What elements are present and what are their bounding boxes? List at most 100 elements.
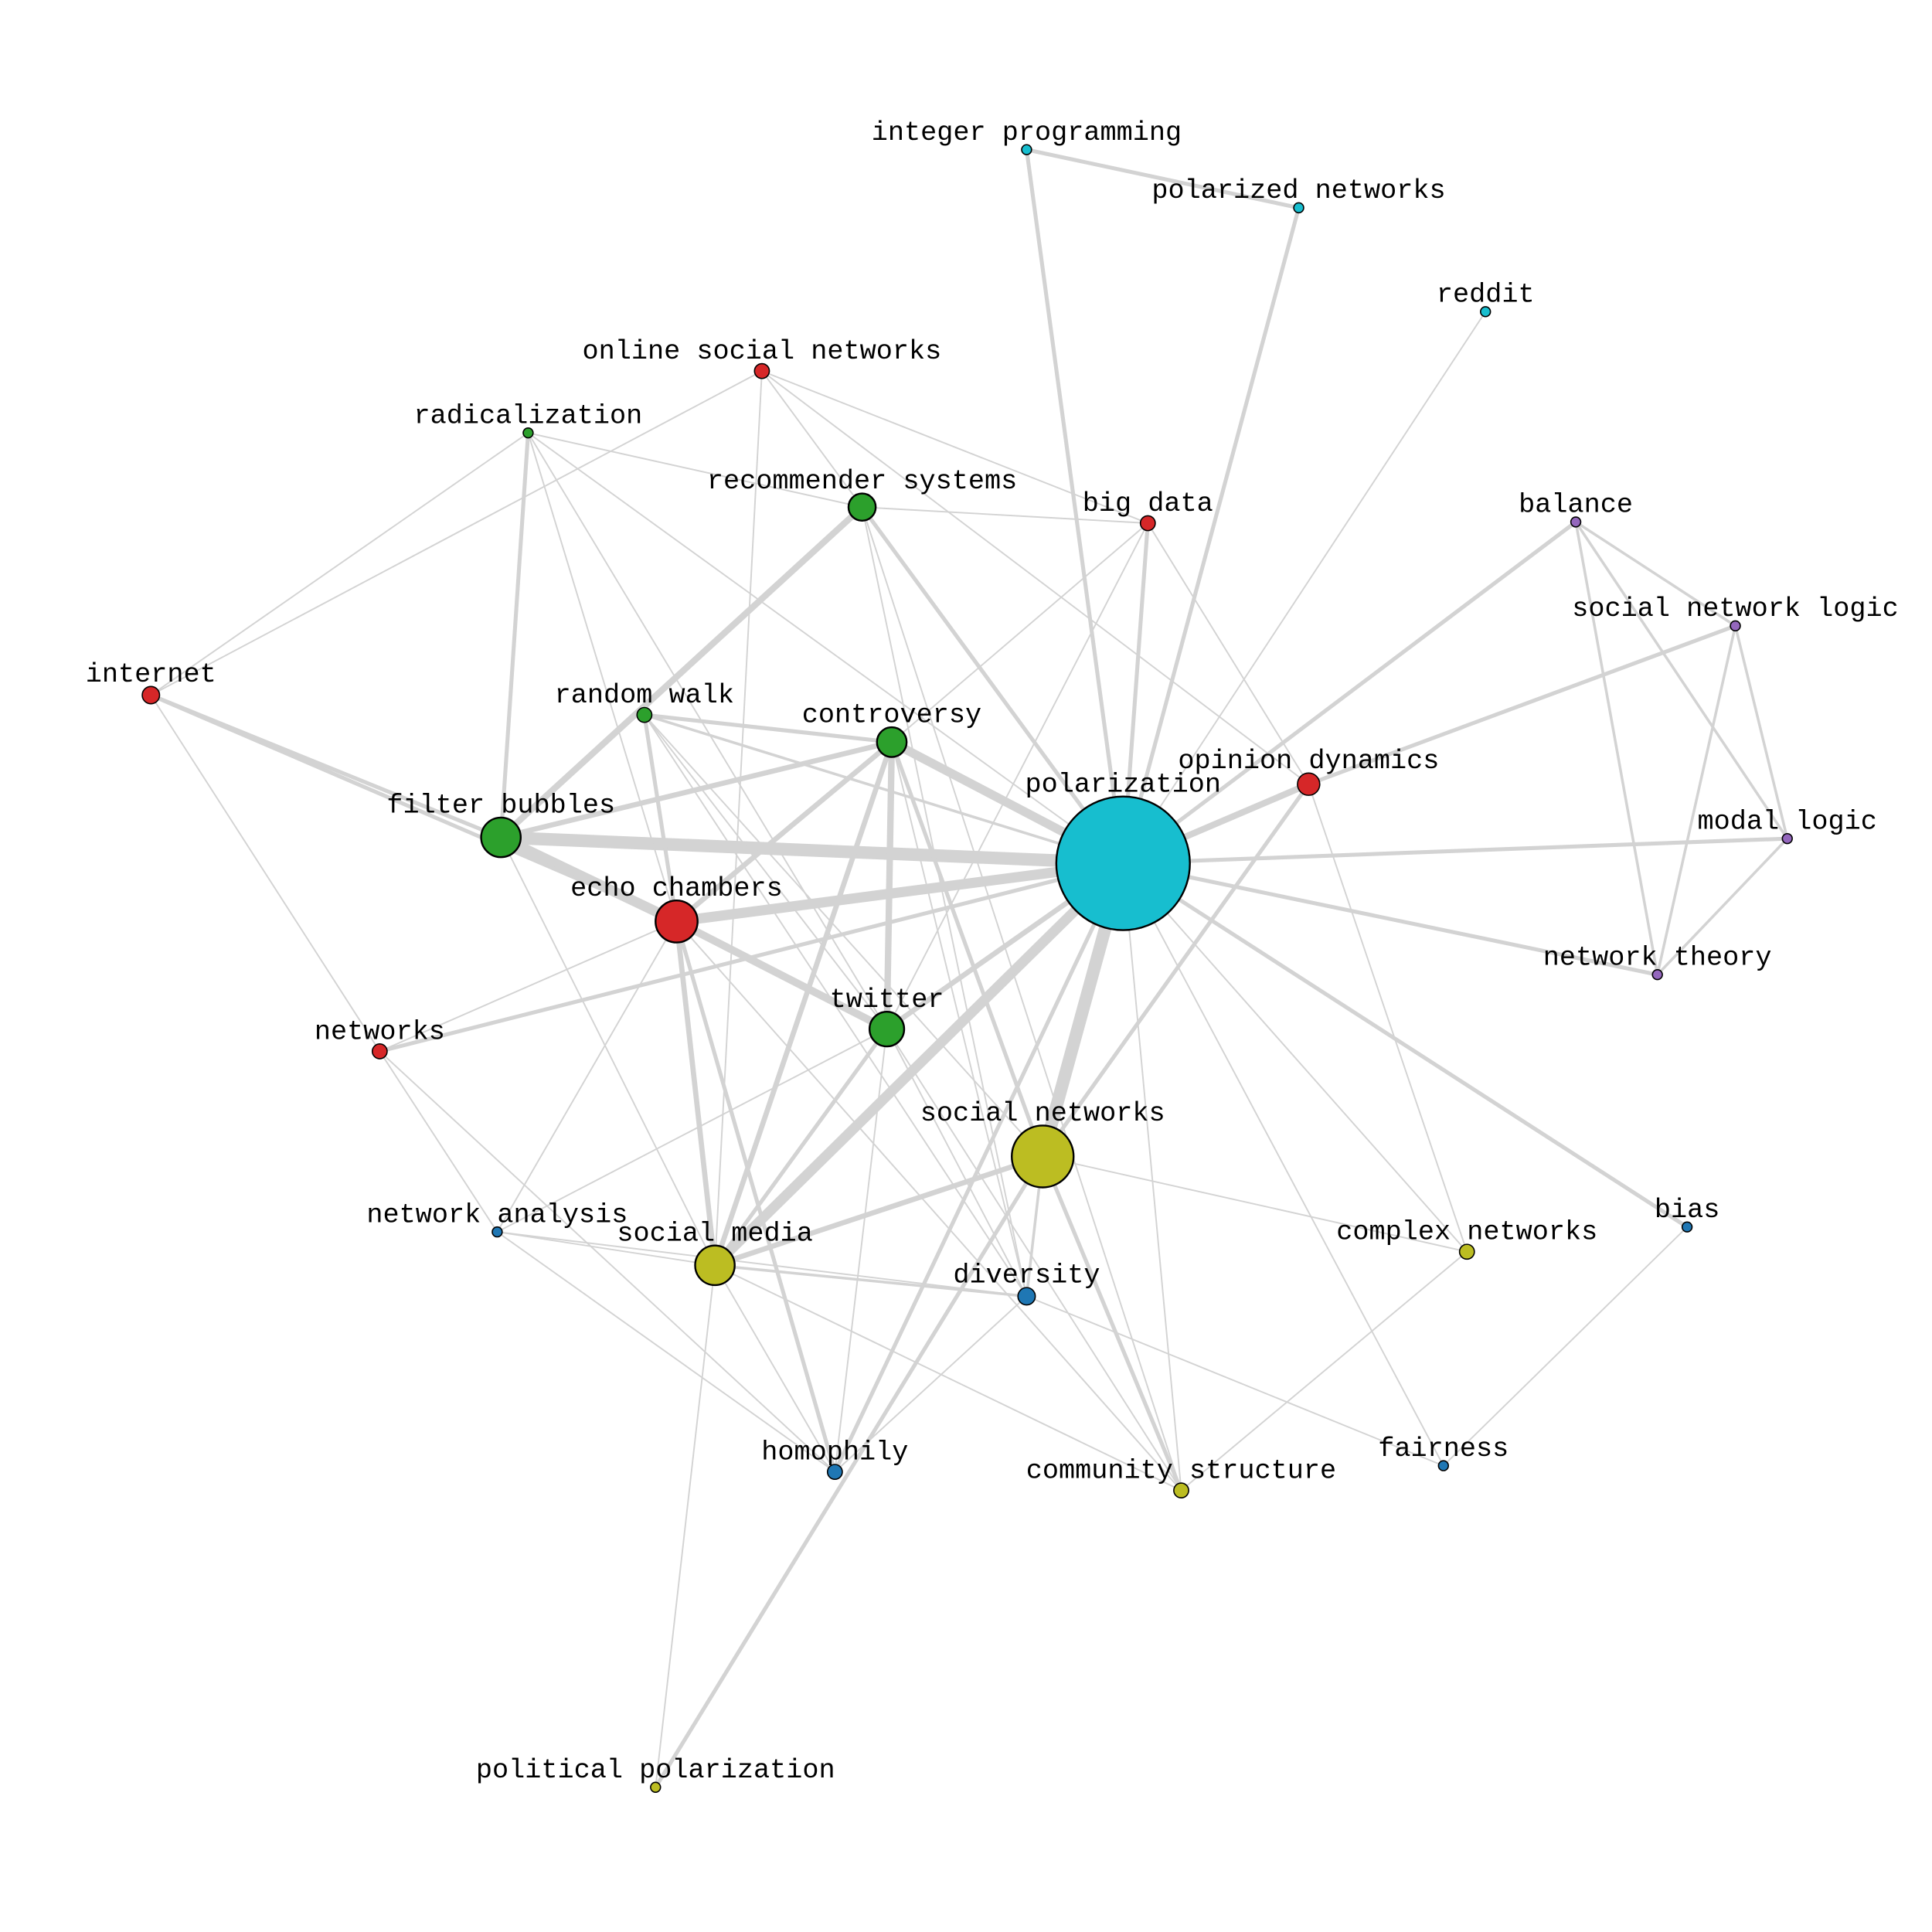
edges-layer xyxy=(150,148,1789,1789)
edge-big-data-twitter xyxy=(886,522,1149,1030)
node-political-polarization[interactable] xyxy=(650,1781,662,1793)
node-label-networks: networks xyxy=(315,1016,445,1047)
node-recommender-systems[interactable] xyxy=(847,492,877,522)
edge-random-walk-controversy xyxy=(644,713,893,744)
node-label-polarization: polarization xyxy=(1026,769,1222,800)
node-networks[interactable] xyxy=(371,1043,388,1060)
node-label-social-networks: social networks xyxy=(920,1098,1165,1129)
edge-network-analysis-twitter xyxy=(496,1028,888,1233)
edge-social-media-homophily xyxy=(714,1264,836,1473)
node-label-random-walk: random walk xyxy=(555,680,734,711)
node-internet[interactable] xyxy=(141,685,161,705)
node-label-reddit: reddit xyxy=(1437,280,1535,311)
edge-echo-chambers-community-structure xyxy=(675,920,1182,1492)
node-label-radicalization: radicalization xyxy=(414,400,643,431)
node-label-fairness: fairness xyxy=(1378,1434,1509,1464)
edge-polarization-integer-programming xyxy=(1024,149,1125,864)
edge-online-social-networks-opinion-dynamics xyxy=(761,370,1309,785)
node-social-media[interactable] xyxy=(694,1244,736,1287)
edge-controversy-social-networks xyxy=(889,741,1045,1158)
edge-twitter-homophily xyxy=(834,1029,888,1472)
edge-polarization-modal-logic xyxy=(1123,836,1787,866)
edge-random-walk-polarization xyxy=(644,713,1124,865)
edge-complex-networks-community-structure xyxy=(1180,1250,1468,1492)
node-twitter[interactable] xyxy=(868,1011,906,1048)
node-homophily[interactable] xyxy=(826,1464,843,1481)
edge-network-analysis-social-media xyxy=(497,1231,716,1267)
node-filter-bubbles[interactable] xyxy=(480,816,522,859)
edge-networks-echo-chambers xyxy=(379,920,677,1053)
edge-echo-chambers-twitter xyxy=(675,917,889,1033)
edge-network-analysis-echo-chambers xyxy=(496,920,678,1233)
node-label-opinion-dynamics: opinion dynamics xyxy=(1178,746,1439,777)
edge-random-walk-social-networks xyxy=(644,714,1043,1158)
node-polarization[interactable] xyxy=(1055,795,1191,931)
node-label-social-media: social media xyxy=(617,1218,813,1249)
edge-radicalization-polarization xyxy=(527,432,1124,864)
edge-complex-networks-opinion-dynamics xyxy=(1308,784,1468,1253)
node-polarized-networks[interactable] xyxy=(1293,202,1304,214)
node-opinion-dynamics[interactable] xyxy=(1297,772,1321,796)
node-balance[interactable] xyxy=(1570,516,1582,528)
node-label-homophily: homophily xyxy=(761,1437,908,1468)
edge-random-walk-echo-chambers xyxy=(642,714,679,922)
edge-polarization-balance xyxy=(1121,520,1577,866)
edge-radicalization-filter-bubbles xyxy=(498,433,530,838)
node-fairness[interactable] xyxy=(1437,1460,1449,1471)
node-social-network-logic[interactable] xyxy=(1730,620,1741,632)
edge-networks-homophily xyxy=(379,1050,835,1473)
edge-social-media-political-polarization xyxy=(655,1265,716,1787)
node-complex-networks[interactable] xyxy=(1458,1243,1475,1260)
node-label-network-theory: network theory xyxy=(1543,942,1772,973)
node-label-political-polarization: political polarization xyxy=(476,1755,835,1786)
edge-radicalization-internet xyxy=(150,432,529,696)
node-label-balance: balance xyxy=(1519,490,1633,521)
node-label-network-analysis: network analysis xyxy=(366,1199,628,1230)
edge-online-social-networks-internet xyxy=(150,370,763,696)
edge-internet-networks xyxy=(150,694,381,1052)
edge-online-social-networks-recommender-systems xyxy=(761,370,863,508)
nodes-layer xyxy=(141,144,1793,1793)
edge-social-media-community-structure xyxy=(714,1264,1182,1492)
node-echo-chambers[interactable] xyxy=(655,899,699,944)
edge-polarization-networks xyxy=(379,861,1124,1053)
node-label-online-social-networks: online social networks xyxy=(583,336,942,367)
edge-random-walk-diversity xyxy=(644,714,1028,1297)
node-reddit[interactable] xyxy=(1480,306,1492,318)
edge-random-walk-twitter xyxy=(644,714,888,1030)
node-big-data[interactable] xyxy=(1139,515,1156,532)
node-bias[interactable] xyxy=(1681,1221,1693,1233)
edge-big-data-controversy xyxy=(891,522,1148,743)
edge-recommender-systems-diversity xyxy=(861,507,1028,1297)
edge-big-data-opinion-dynamics xyxy=(1147,522,1310,785)
node-label-big-data: big data xyxy=(1083,488,1213,519)
edge-twitter-community-structure xyxy=(886,1029,1182,1492)
edge-polarization-social-media xyxy=(711,859,1127,1269)
node-controversy[interactable] xyxy=(876,726,908,758)
edge-internet-echo-chambers xyxy=(150,693,678,923)
edge-filter-bubbles-social-media xyxy=(500,837,716,1266)
node-network-theory[interactable] xyxy=(1651,969,1663,981)
node-label-modal-logic: modal logic xyxy=(1698,806,1877,837)
edge-networks-network-analysis xyxy=(379,1050,498,1233)
node-social-networks[interactable] xyxy=(1011,1124,1075,1189)
node-online-social-networks[interactable] xyxy=(753,362,770,379)
edge-twitter-social-media xyxy=(713,1028,889,1267)
edge-polarization-bias xyxy=(1121,862,1689,1229)
edge-controversy-filter-bubbles xyxy=(500,740,893,840)
node-community-structure[interactable] xyxy=(1173,1482,1189,1499)
node-label-diversity: diversity xyxy=(953,1260,1100,1291)
node-diversity[interactable] xyxy=(1017,1287,1036,1306)
edge-recommender-systems-community-structure xyxy=(861,506,1182,1491)
node-integer-programming[interactable] xyxy=(1021,144,1032,155)
node-radicalization[interactable] xyxy=(522,427,534,439)
node-random-walk[interactable] xyxy=(636,706,653,723)
node-modal-logic[interactable] xyxy=(1781,832,1793,845)
node-network-analysis[interactable] xyxy=(492,1226,503,1238)
edge-bias-fairness xyxy=(1443,1226,1688,1467)
edge-diversity-fairness xyxy=(1026,1295,1444,1467)
edge-polarization-recommender-systems xyxy=(860,505,1125,865)
node-label-social-network-logic: social network logic xyxy=(1572,594,1899,624)
edge-social-network-logic-modal-logic xyxy=(1733,625,1789,839)
